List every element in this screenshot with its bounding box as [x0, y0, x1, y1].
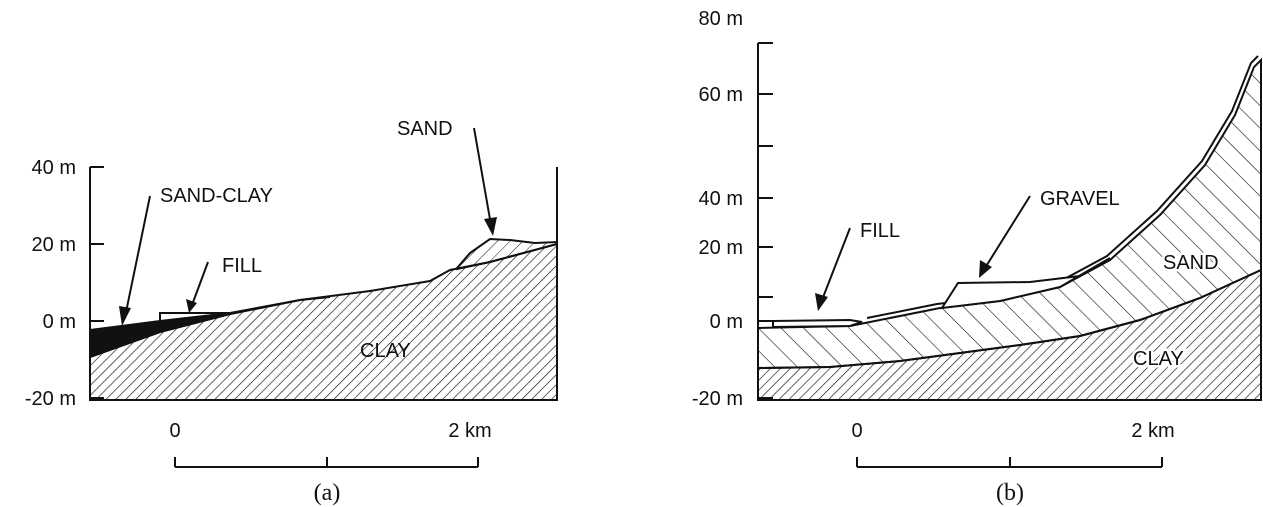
panel-b-arrow-fill [821, 227, 851, 301]
panel-a-arrow-sand [473, 127, 492, 226]
panel-b-scale-start-label: 0 [851, 420, 862, 442]
panel-b-arrow-gravel [984, 195, 1031, 269]
panel-a-fill-layer [159, 312, 231, 323]
panel-b-label-sand: SAND [1163, 252, 1219, 274]
panel-a-label-fill: FILL [222, 255, 262, 277]
panel-a-label-clay: CLAY [360, 340, 411, 362]
arrowhead-icon [186, 299, 197, 313]
panel-b-label-fill: FILL [860, 220, 900, 242]
panel-a-arrow-fill [191, 261, 209, 306]
panel-b-fill-layer [772, 318, 863, 329]
panel-b: 80 m 60 m 40 m 20 m 0 m -20 m FILL GRAVE… [692, 8, 1262, 506]
panel-a-label-sand: SAND [397, 118, 453, 140]
panel-a-label-sand-clay: SAND-CLAY [160, 185, 273, 207]
panel-a-caption: (a) [314, 480, 341, 506]
panel-b-scale-end-label: 2 km [1131, 420, 1174, 442]
panel-a-scale-start-label: 0 [169, 420, 180, 442]
panel-b-caption: (b) [996, 480, 1024, 506]
panel-b-tick-label: 40 m [699, 188, 743, 210]
panel-a-sand-layer [456, 237, 558, 271]
panel-a-arrow-sand-clay [124, 195, 151, 318]
panel-a-tick-label: 0 m [43, 311, 76, 333]
panel-b-tick-label: -20 m [692, 388, 743, 410]
panel-b-tick-label: 20 m [699, 237, 743, 259]
arrowhead-icon [979, 260, 992, 278]
panel-b-tick-label: 80 m [699, 8, 743, 30]
panel-a-scale-end-label: 2 km [448, 420, 491, 442]
panel-b-label-clay: CLAY [1133, 348, 1184, 370]
panel-b-gravel-layer [940, 257, 1111, 310]
panel-a-tick-label: 20 m [32, 234, 76, 256]
panel-a: 40 m 20 m 0 m -20 m SAND-CLAY FILL SAND … [25, 118, 558, 506]
arrowhead-icon [119, 306, 131, 326]
arrowhead-icon [484, 217, 497, 236]
panel-a-scale-bar [174, 457, 479, 468]
panel-a-tick-label: 40 m [32, 157, 76, 179]
arrowhead-icon [815, 293, 828, 311]
panel-b-label-gravel: GRAVEL [1040, 188, 1120, 210]
panel-b-scale-bar [856, 457, 1163, 468]
panel-b-tick-label: 60 m [699, 84, 743, 106]
panel-b-tick-label: 0 m [710, 311, 743, 333]
panel-a-tick-label: -20 m [25, 388, 76, 410]
